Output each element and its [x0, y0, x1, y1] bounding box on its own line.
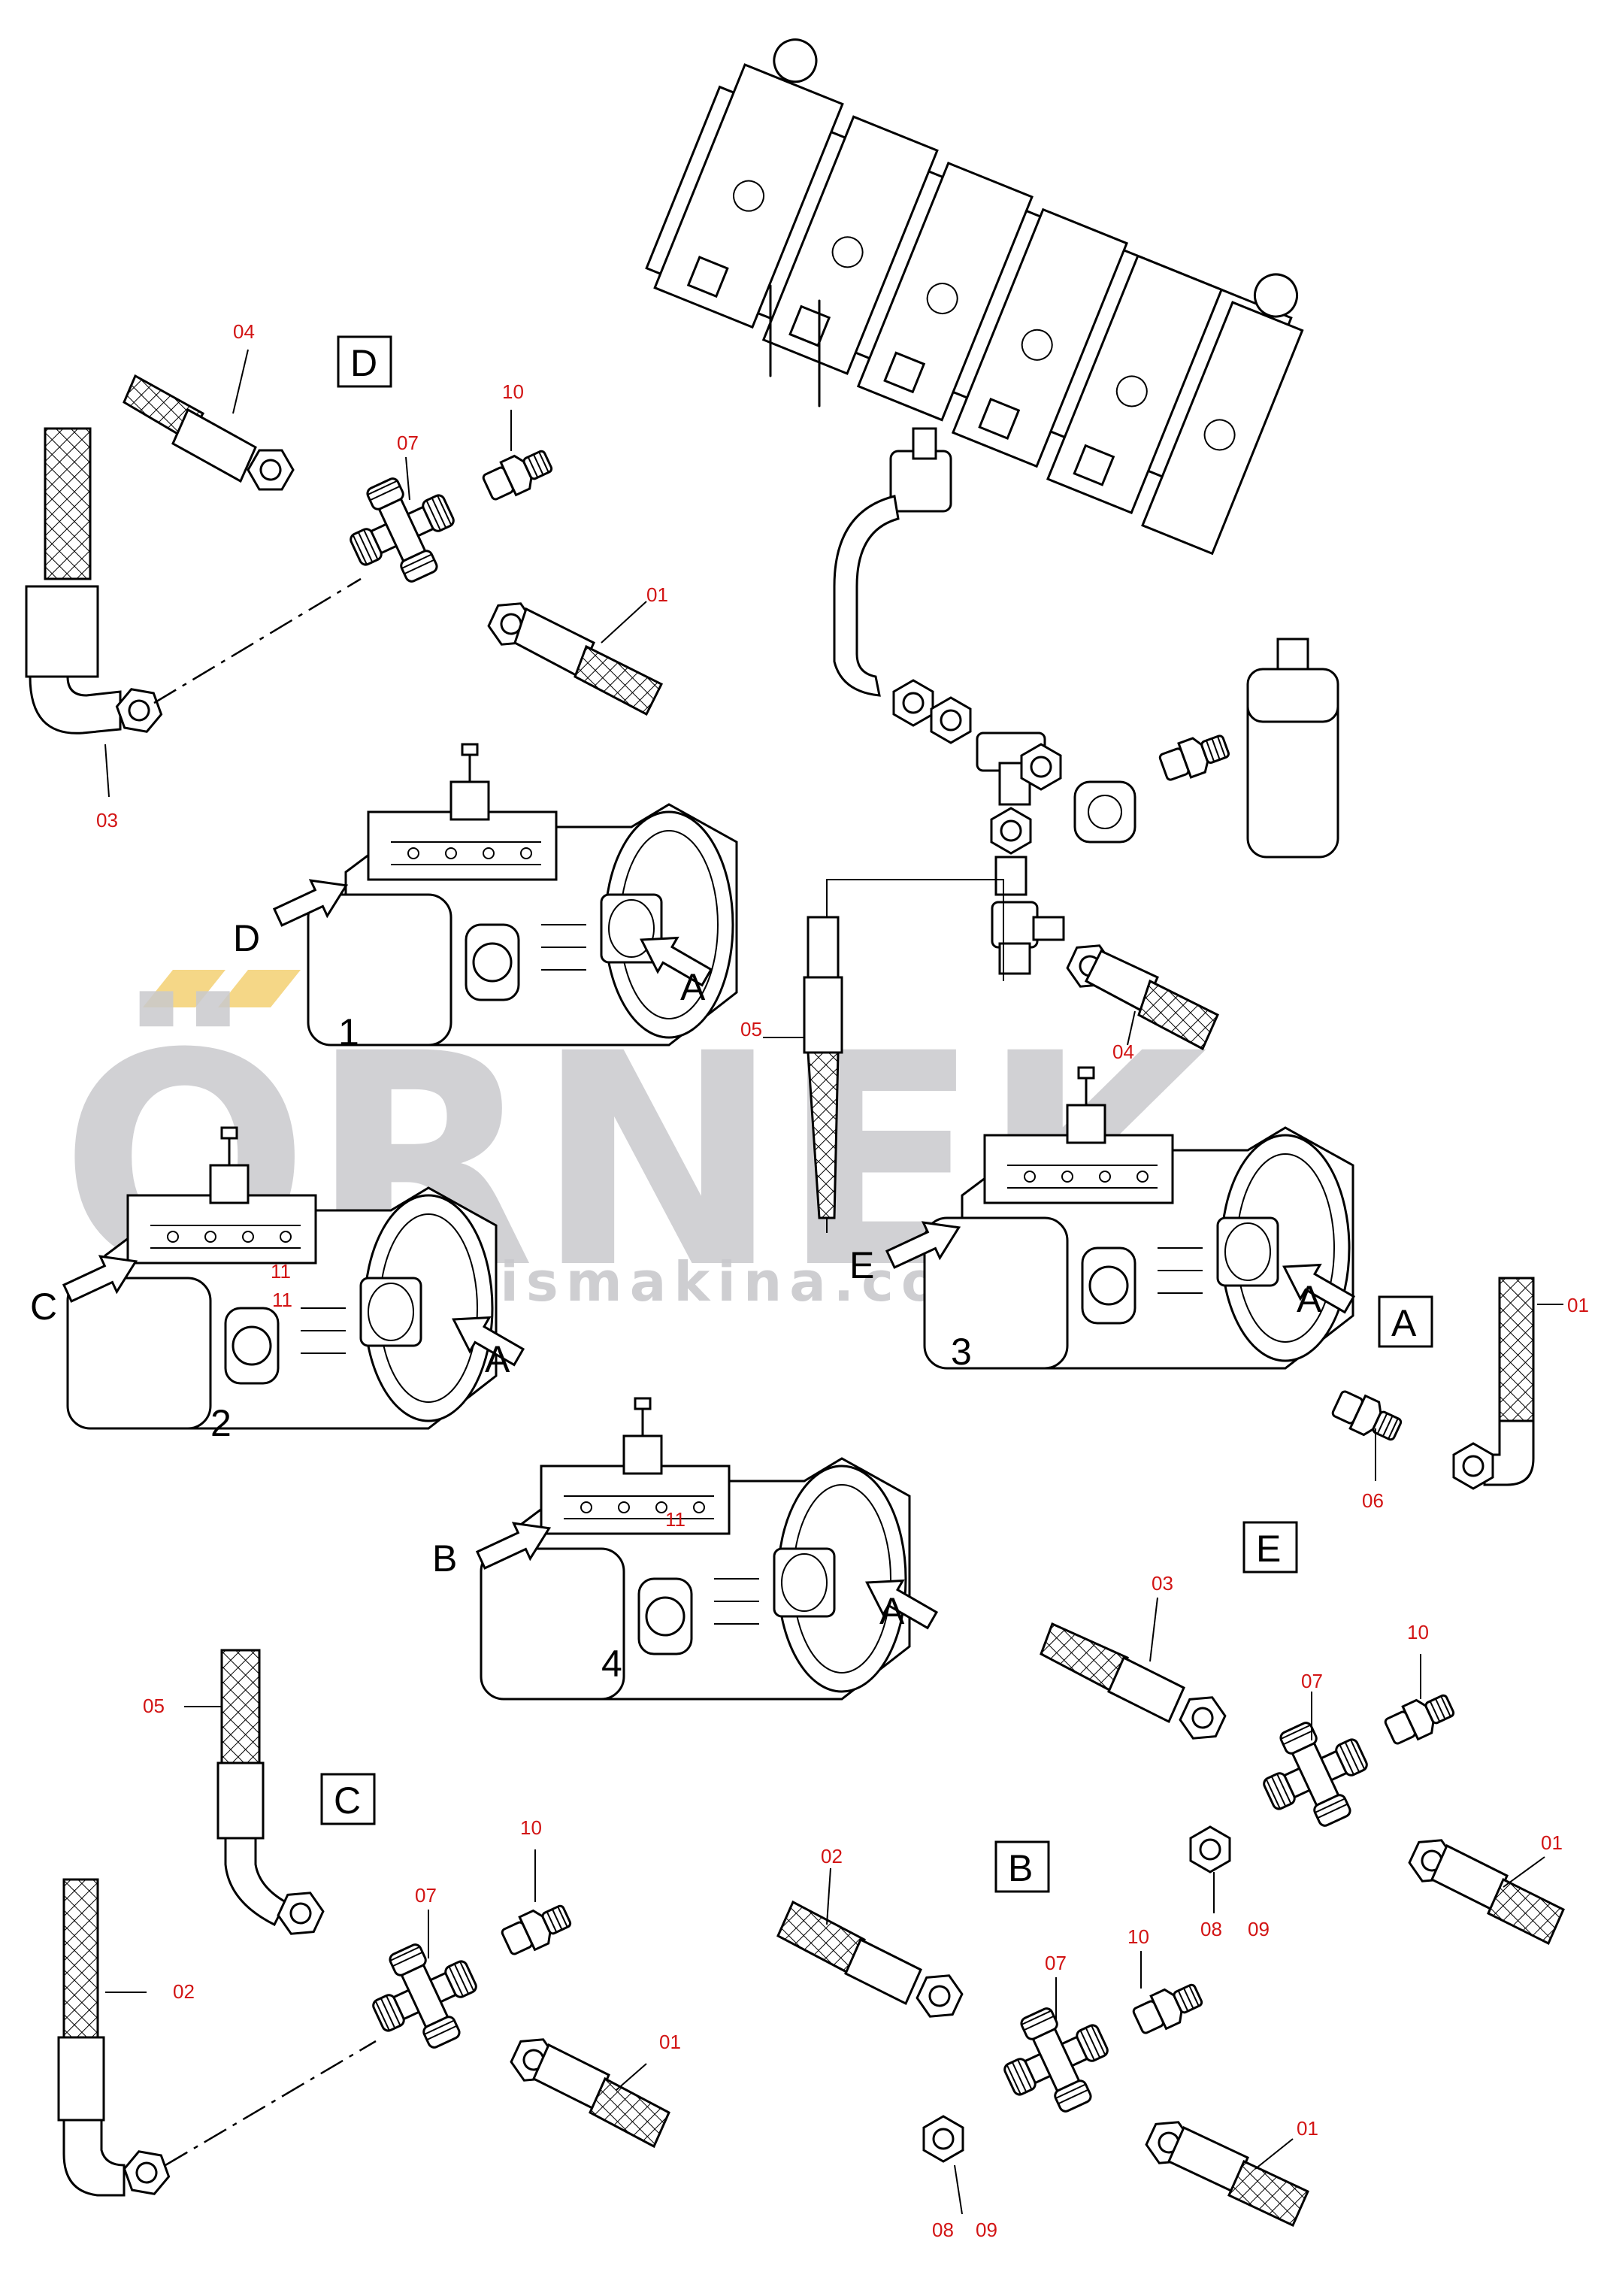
cross-fitting-07-c — [356, 1927, 494, 2065]
callout-10-b: 10 — [1127, 1925, 1149, 1948]
arrow-label-a-2: A — [485, 1338, 510, 1380]
callout-07-e: 07 — [1301, 1670, 1323, 1692]
callout-03-e: 03 — [1152, 1572, 1173, 1595]
callout-01-b: 01 — [1297, 2117, 1318, 2140]
view-e: E 03 07 10 01 08 09 — [1040, 1521, 1565, 1946]
view-label-d: D — [350, 342, 377, 384]
callout-04-right: 04 — [1112, 1040, 1134, 1063]
arrow-label-b: B — [432, 1537, 457, 1580]
pump-number-4: 4 — [601, 1643, 622, 1685]
callout-02-c: 02 — [173, 1980, 195, 2003]
hose-04-d — [123, 374, 301, 501]
callout-09-e: 09 — [1248, 1918, 1270, 1940]
pump-3: 3 — [923, 1066, 1354, 1373]
pump-2: 2 11 11 — [66, 1126, 498, 1444]
cross-fitting-07-d — [333, 461, 471, 599]
pump-number-2: 2 — [210, 1402, 232, 1444]
view-label-a: A — [1391, 1302, 1417, 1344]
callout-09-b: 09 — [976, 2219, 997, 2241]
callout-08-b: 08 — [932, 2219, 954, 2241]
arrow-label-a-4: A — [879, 1590, 905, 1632]
view-label-b: B — [1008, 1847, 1033, 1889]
view-label-c: C — [334, 1780, 361, 1822]
arrow-label-a-3: A — [1297, 1278, 1322, 1320]
callout-02-b: 02 — [821, 1845, 843, 1867]
view-d: D 04 07 10 01 03 — [25, 320, 668, 831]
cross-fitting-07-e — [1246, 1705, 1385, 1843]
callout-07-c: 07 — [415, 1884, 437, 1907]
callout-06: 06 — [1362, 1489, 1384, 1512]
adapter-10-c — [498, 1897, 576, 1961]
hose-01-d — [483, 594, 664, 716]
adapter-10-b — [1129, 1976, 1207, 2040]
pump-number-3: 3 — [951, 1331, 972, 1373]
hose-03-d — [25, 427, 167, 740]
nut-08-09-e — [1189, 1825, 1231, 1873]
pump-1: 1 — [307, 743, 738, 1053]
pump-number-1: 1 — [338, 1011, 359, 1053]
view-c: C 05 07 10 01 02 — [57, 1649, 681, 2202]
callout-11-b: 11 — [272, 1289, 292, 1311]
adapter-06-a — [1328, 1385, 1406, 1449]
callout-04: 04 — [233, 320, 255, 343]
adapter-10-d — [479, 442, 557, 506]
callout-05: 05 — [740, 1018, 762, 1040]
view-label-e: E — [1256, 1528, 1281, 1570]
callout-01-c: 01 — [659, 2031, 681, 2053]
pump-4: 4 11 — [480, 1397, 911, 1701]
callout-10: 10 — [502, 380, 524, 403]
callout-05-c: 05 — [143, 1695, 165, 1717]
view-b: B 02 07 10 01 08 09 — [776, 1840, 1318, 2241]
control-valve-assembly: 05 04 — [645, 38, 1339, 1233]
callout-01-e: 01 — [1541, 1831, 1563, 1854]
arrow-label-a-1: A — [680, 966, 706, 1008]
view-a: A 06 01 — [1328, 1277, 1589, 1512]
callout-01-a: 01 — [1567, 1294, 1589, 1316]
callout-03: 03 — [96, 809, 118, 831]
callout-07-b: 07 — [1045, 1952, 1067, 1974]
callout-11-a: 11 — [271, 1260, 291, 1283]
arrow-label-c: C — [30, 1286, 57, 1328]
callout-07: 07 — [397, 432, 419, 454]
callout-01: 01 — [646, 583, 668, 606]
arrow-label-d: D — [233, 917, 260, 959]
callout-08-e: 08 — [1200, 1918, 1222, 1940]
callout-11-c: 11 — [665, 1508, 686, 1531]
view-label-box-d — [337, 335, 392, 388]
arrow-label-e: E — [849, 1244, 874, 1286]
callout-10-c: 10 — [520, 1816, 542, 1839]
callout-10-e: 10 — [1407, 1621, 1429, 1643]
nut-08-09-b — [922, 2115, 964, 2163]
